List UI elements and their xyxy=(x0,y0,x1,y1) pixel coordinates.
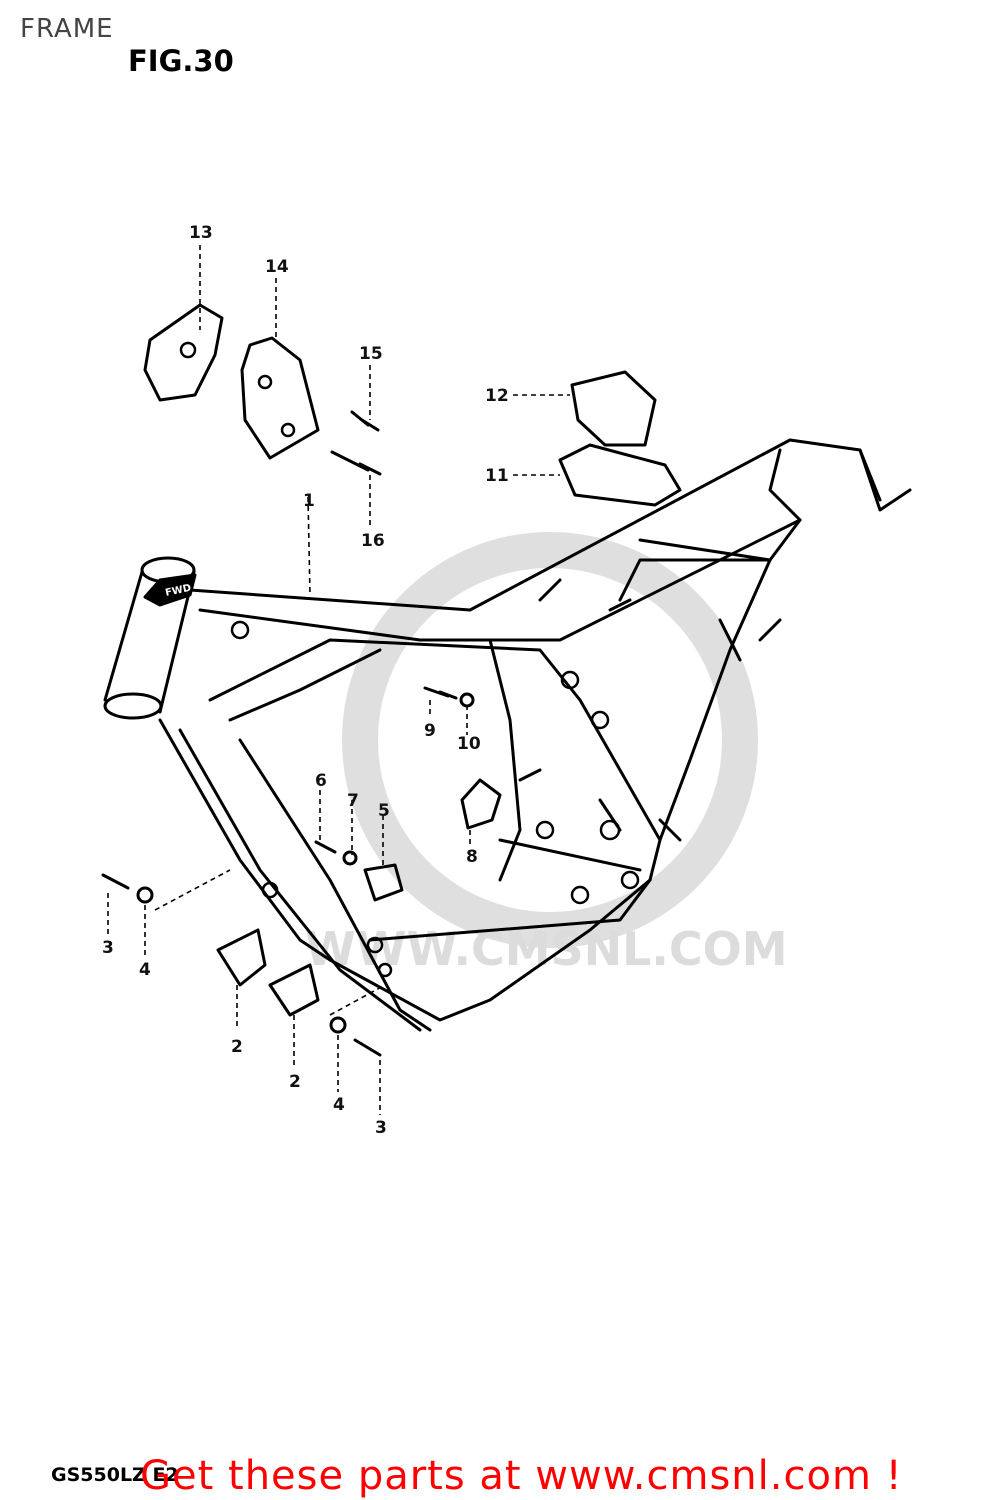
section-title: FRAME xyxy=(20,14,114,44)
callout-3-right: 3 xyxy=(375,1118,387,1138)
part-3-bolt-right xyxy=(353,1038,382,1057)
part-13-side-plate xyxy=(143,303,224,402)
callout-1: 1 xyxy=(303,491,315,511)
part-8-bracket xyxy=(460,778,502,830)
watermark-text: WWW.CMSNL.COM xyxy=(305,922,788,976)
frame-tubes xyxy=(158,438,912,1032)
callout-10: 10 xyxy=(457,734,481,754)
part-6-bolt xyxy=(314,840,337,854)
part-16-bolt xyxy=(330,450,382,476)
part-4-nut-left xyxy=(136,886,154,904)
callout-11: 11 xyxy=(485,466,509,486)
part-14-side-plate xyxy=(240,336,320,460)
part-10-nut xyxy=(459,692,475,708)
part-9-bolt xyxy=(423,686,458,700)
callout-5: 5 xyxy=(378,801,390,821)
callout-15: 15 xyxy=(359,344,383,364)
leader-lines xyxy=(107,245,570,1115)
callout-7: 7 xyxy=(347,791,359,811)
frame-bosses xyxy=(230,620,640,978)
part-2-bracket-right xyxy=(268,963,320,1017)
callout-4-right: 4 xyxy=(333,1095,345,1115)
fwd-arrow-label: FWD xyxy=(164,583,192,599)
part-12-battery-cover xyxy=(570,370,657,447)
callout-3-left: 3 xyxy=(102,938,114,958)
callout-2-right: 2 xyxy=(289,1072,301,1092)
watermark: WWW.CMSNL.COM xyxy=(305,532,788,976)
callout-8: 8 xyxy=(466,847,478,867)
model-code: GS550LZ E2 xyxy=(51,1464,179,1486)
part-15-bolt xyxy=(350,410,380,432)
callout-13: 13 xyxy=(189,223,213,243)
part-3-bolt-left xyxy=(101,873,130,890)
fwd-arrow-icon xyxy=(143,573,197,607)
promo-link[interactable]: Get these parts at www.cmsnl.com ! xyxy=(140,1453,903,1499)
part-4-nut-right xyxy=(329,1016,347,1034)
callout-6: 6 xyxy=(315,771,327,791)
part-2-bracket-left xyxy=(216,928,267,987)
callouts: 13 14 15 12 11 16 1 9 10 6 7 5 8 3 4 2 2… xyxy=(102,223,509,1138)
part-5-plate xyxy=(363,863,404,902)
callout-9: 9 xyxy=(424,721,436,741)
callout-4-left: 4 xyxy=(139,960,151,980)
callout-14: 14 xyxy=(265,257,289,277)
callout-2-left: 2 xyxy=(231,1037,243,1057)
part-11-battery-tray xyxy=(558,443,682,507)
callout-12: 12 xyxy=(485,386,509,406)
callout-16: 16 xyxy=(361,531,385,551)
part-7-nut xyxy=(342,850,358,866)
figure-title: FIG.30 xyxy=(128,44,234,78)
